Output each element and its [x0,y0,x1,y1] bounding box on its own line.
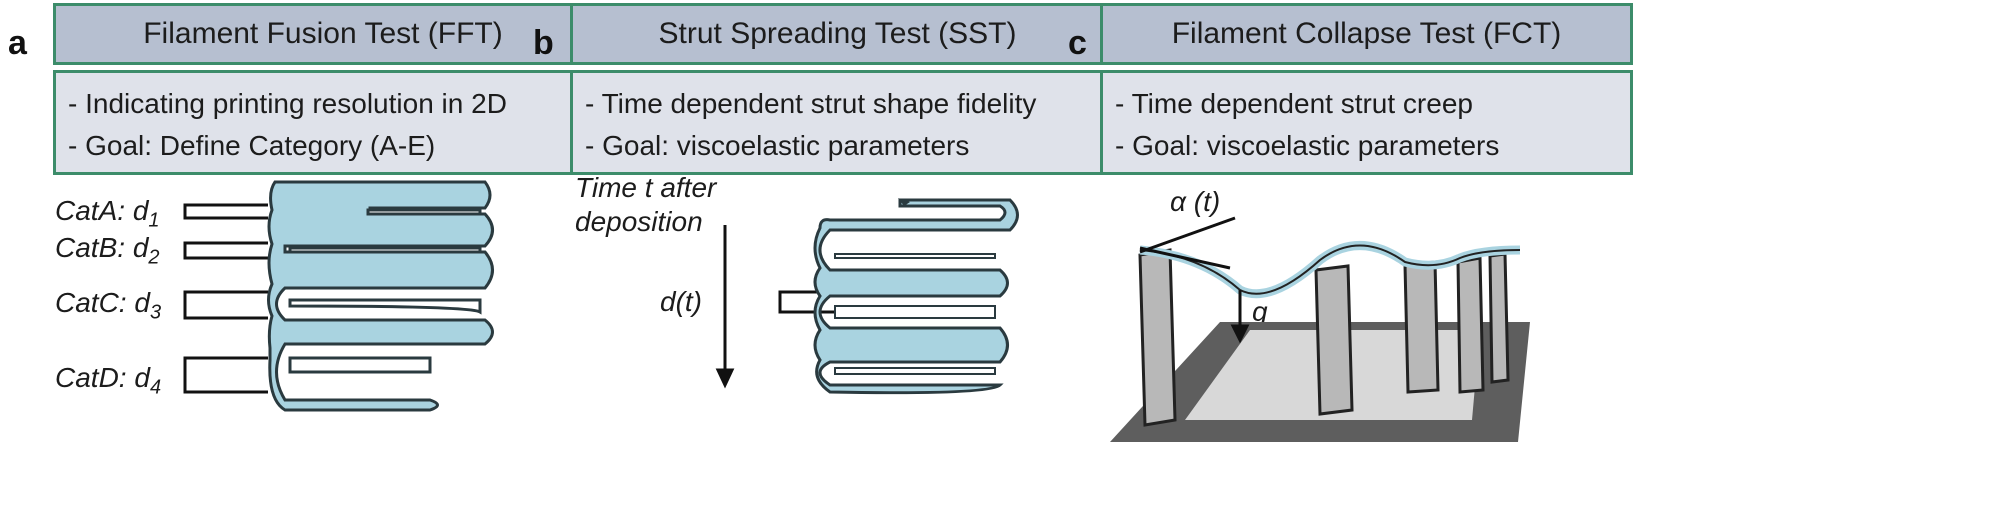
panel-a-line-1: - Indicating printing resolution in 2D [68,88,507,119]
time-label-line-2: deposition [575,206,703,237]
panel-b-line-2: - Goal: viscoelastic parameters [585,130,970,161]
alpha-angle-lines [1139,216,1236,270]
sst-start-arrow [898,198,910,206]
gap-brackets [183,203,268,394]
panel-c-line-1: - Time dependent strut creep [1115,88,1473,119]
panel-c-description: - Time dependent strut creep - Goal: vis… [1100,70,1633,175]
pillar-1 [1138,248,1177,427]
sst-meander-gaps [834,253,996,375]
alpha-label: α (t) [1170,186,1221,217]
panel-c-line-2: - Goal: viscoelastic parameters [1115,130,1500,161]
g-label: g [1252,296,1268,327]
pillar-3 [1403,260,1440,394]
sst-drawing [715,198,1019,395]
panel-b-line-1: - Time dependent strut shape fidelity [585,88,1037,119]
gravity-arrow [1230,290,1250,344]
sst-meander [813,198,1019,395]
panel-letter-c: c [1068,24,1087,62]
panel-c: c Filament Collapse Test (FCT) - Time de… [1068,0,2007,524]
time-label-line-1: Time t after [575,172,717,203]
pillar-2 [1314,264,1354,416]
fft-meander-gaps [288,208,482,374]
panel-letter-b: b [533,24,554,62]
cat-c-label: CatC: d3 [55,287,162,324]
fft-filament-drawing [183,180,494,412]
time-arrow [715,225,735,389]
cat-b-label: CatB: d2 [55,232,160,269]
panel-a-line-2: - Goal: Define Category (A-E) [68,130,436,161]
dt-label: d(t) [660,286,702,317]
fct-drawing [1110,216,1530,442]
cat-d-label: CatD: d4 [55,362,162,399]
pillar-4 [1456,256,1485,394]
cat-a-label: CatA: d1 [55,195,160,232]
panel-c-title: Filament Collapse Test (FCT) [1100,3,1633,65]
panel-letter-a: a [8,24,27,62]
panel-b-description: - Time dependent strut shape fidelity - … [570,70,1105,175]
pillar-5 [1488,252,1510,384]
fft-meander [267,180,494,412]
